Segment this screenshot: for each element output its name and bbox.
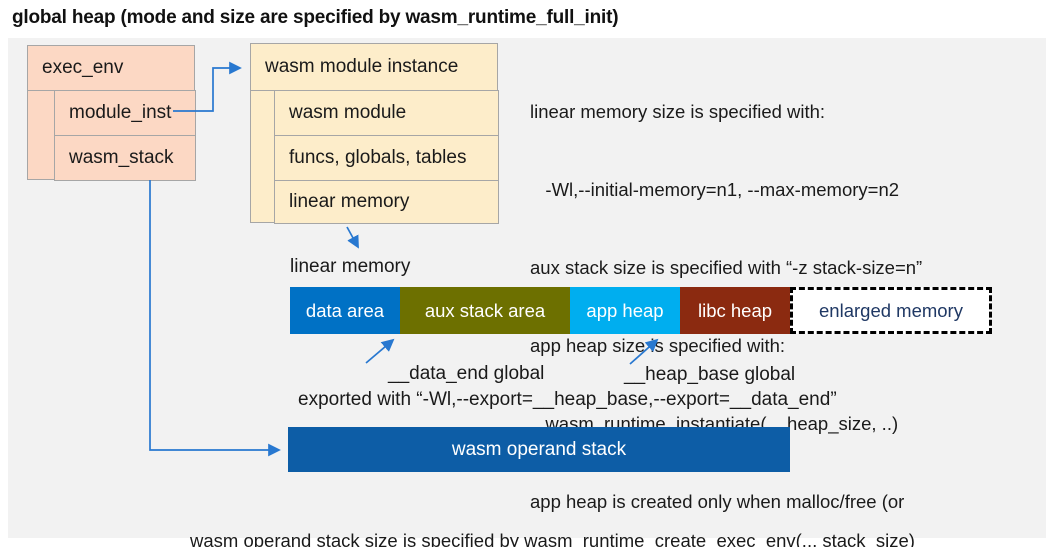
heap-base-global-label: __heap_base global — [624, 364, 796, 385]
instance-header: wasm module instance — [251, 44, 497, 91]
wasm-module-instance-box: wasm module instance wasm module funcs, … — [250, 43, 499, 224]
instance-field-wasm-module: wasm module — [274, 90, 499, 136]
instance-field-funcs-globals-tables: funcs, globals, tables — [274, 135, 499, 181]
exec-env-box: exec_env module_inst wasm_stack — [27, 45, 196, 181]
exported-with-label: exported with “-Wl,--export=__heap_base,… — [298, 389, 837, 410]
note-line: wasm operand stack size is specified by … — [190, 530, 915, 547]
note-line: aux stack size is specified with “-z sta… — [530, 257, 923, 278]
exec-env-field-wasm-stack: wasm_stack — [54, 135, 196, 181]
linear-memory-bar: data area aux stack area app heap libc h… — [290, 287, 790, 334]
note-line: app heap is created only when malloc/fre… — [530, 491, 905, 512]
data-end-global-label: __data_end global — [388, 363, 545, 384]
segment-aux-stack-area: aux stack area — [400, 287, 570, 334]
exec-env-header: exec_env — [28, 46, 194, 91]
segment-enlarged-memory: enlarged memory — [790, 287, 992, 334]
exec-env-field-module-inst: module_inst — [54, 90, 196, 136]
note-line: app heap size is specified with: — [530, 335, 786, 356]
note-line: linear memory size is specified with: — [530, 101, 826, 122]
wasm-operand-stack-bar: wasm operand stack — [288, 427, 790, 472]
note-line: -Wl,--initial-memory=n1, --max-memory=n2 — [530, 179, 900, 200]
linear-memory-label: linear memory — [290, 256, 411, 277]
segment-data-area: data area — [290, 287, 400, 334]
instance-field-linear-memory: linear memory — [274, 180, 499, 224]
diagram-title: global heap (mode and size are specified… — [12, 7, 619, 28]
operand-stack-notes: wasm operand stack size is specified by … — [190, 478, 915, 547]
segment-app-heap: app heap — [570, 287, 680, 334]
segment-libc-heap: libc heap — [680, 287, 790, 334]
